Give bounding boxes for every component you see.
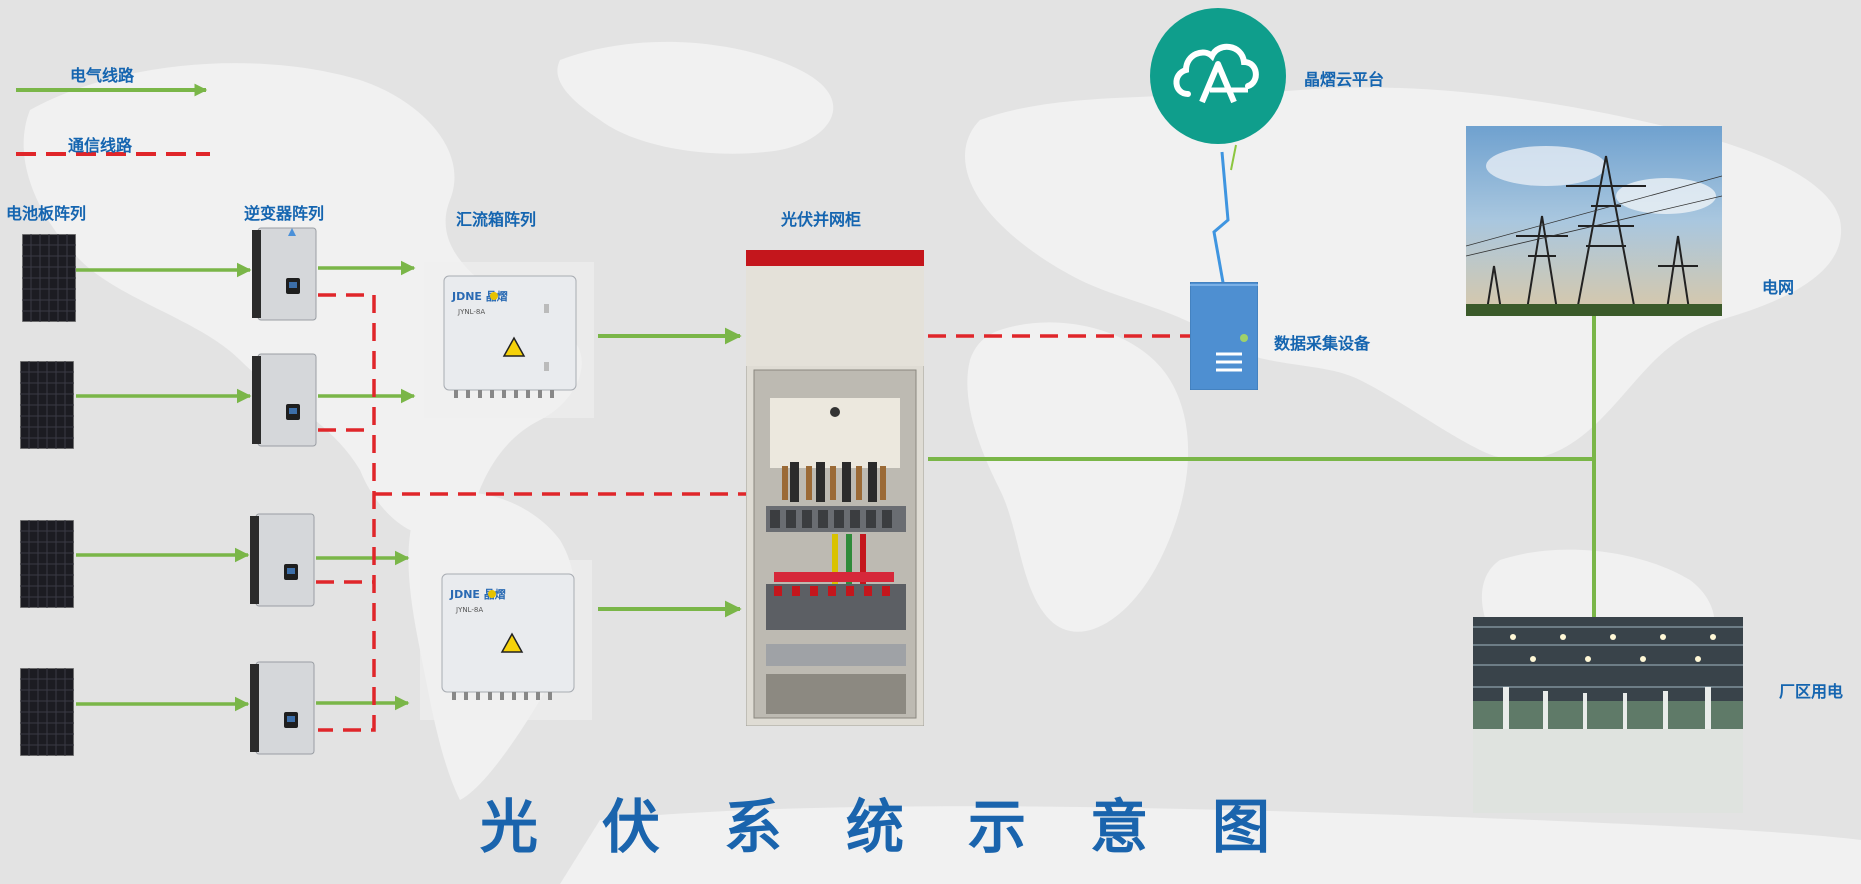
- cloud-platform-label: 晶熠云平台: [1304, 70, 1385, 89]
- data-collector-icon: [1190, 282, 1258, 390]
- power-grid-photo: [1466, 126, 1722, 316]
- inverter-4: [250, 661, 315, 755]
- combiner-model: JYNL-8A: [455, 606, 483, 614]
- grid-label: 电网: [1762, 278, 1795, 297]
- wireless-link-icon: [1212, 151, 1230, 289]
- solar-panel-3: [20, 520, 74, 608]
- cloud-link-line: [1230, 144, 1237, 171]
- data-collector-label: 数据采集设备: [1274, 334, 1371, 353]
- inverter-3: [250, 513, 315, 607]
- panel-array-label: 电池板阵列: [6, 204, 87, 223]
- combiner-box-1: JDNE 晶熠 JYNL-8A: [424, 262, 594, 418]
- inverter-array-label: 逆变器阵列: [244, 204, 325, 223]
- combiner-model: JYNL-8A: [457, 308, 485, 316]
- cloud-platform-icon: [1150, 8, 1286, 144]
- factory-photo: [1473, 617, 1743, 813]
- inverter-2: [252, 353, 317, 447]
- legend-electric-label: 电气线路: [70, 66, 135, 85]
- solar-panel-1: [22, 234, 76, 322]
- warning-icon: [500, 632, 524, 653]
- cabinet-label: 光伏并网柜: [781, 210, 862, 229]
- diagram-title: 光伏系统示意图: [480, 793, 1335, 861]
- factory-label: 厂区用电: [1779, 682, 1844, 701]
- warning-icon: [502, 336, 526, 357]
- inverter-1: [252, 227, 317, 321]
- comm-inverter-1: [318, 293, 376, 732]
- legend-comm-label: 通信线路: [68, 136, 133, 155]
- combiner-array-label: 汇流箱阵列: [456, 210, 537, 229]
- solar-panel-4: [20, 668, 74, 756]
- combiner-brand: JDNE 晶熠: [449, 587, 506, 601]
- combiner-brand: JDNE 晶熠: [451, 289, 508, 303]
- combiner-box-2: JDNE 晶熠 JYNL-8A: [420, 560, 592, 720]
- solar-panel-2: [20, 361, 74, 449]
- grid-cabinet: [746, 250, 924, 726]
